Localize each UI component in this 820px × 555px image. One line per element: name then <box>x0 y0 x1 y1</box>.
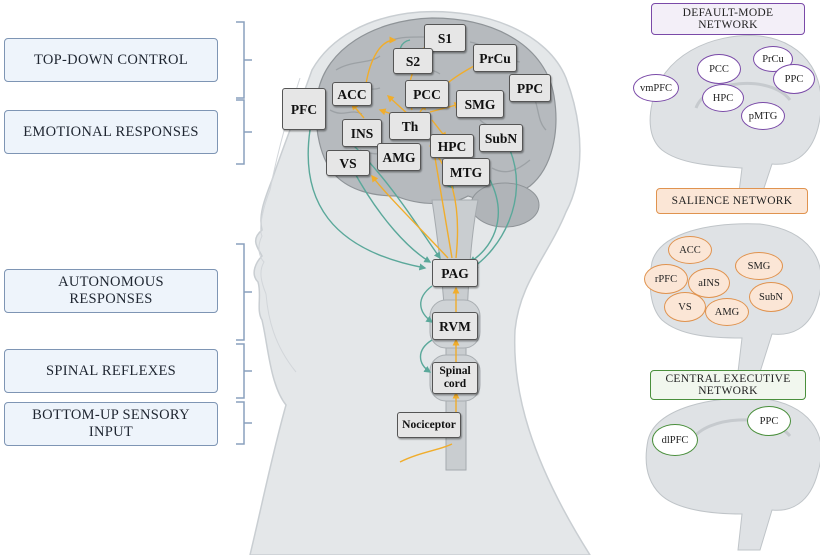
node-s2: S2 <box>393 48 433 74</box>
sal-vs: VS <box>664 292 706 322</box>
node-amg: AMG <box>377 143 421 171</box>
sal-acc: ACC <box>668 236 712 264</box>
node-rvm: RVM <box>432 312 478 340</box>
node-mtg: MTG <box>442 158 490 186</box>
node-ins: INS <box>342 119 382 147</box>
node-th: Th <box>389 112 431 140</box>
face-profile <box>258 77 301 373</box>
node-pcc: PCC <box>405 80 449 108</box>
label-top-down-control: TOP-DOWN CONTROL <box>4 38 218 82</box>
dmn-vmpfc: vmPFC <box>633 74 679 102</box>
sal-smg: SMG <box>735 252 783 280</box>
node-pag: PAG <box>432 259 478 287</box>
sal-amg: AMG <box>705 298 749 326</box>
node-hpc: HPC <box>430 134 474 158</box>
dmn-ppc: PPC <box>773 64 815 94</box>
node-spinal-cord: Spinal cord <box>432 362 478 394</box>
node-s1: S1 <box>424 24 466 52</box>
sal-rpfc: rPFC <box>644 264 688 294</box>
node-nociceptor: Nociceptor <box>397 412 461 438</box>
label-bottom-up-sensory-input: BOTTOM-UP SENSORY INPUT <box>4 402 218 446</box>
label-emotional-responses: EMOTIONAL RESPONSES <box>4 110 218 154</box>
node-subn: SubN <box>479 124 523 152</box>
label-autonomous-responses: AUTONOMOUS RESPONSES <box>4 269 218 313</box>
central-title: CENTRAL EXECUTIVE NETWORK <box>650 370 806 400</box>
node-ppc: PPC <box>509 74 551 102</box>
cerebellum <box>470 182 540 228</box>
salience-title: SALIENCE NETWORK <box>656 188 808 214</box>
sal-subn: SubN <box>749 282 793 312</box>
central-brain <box>645 397 820 551</box>
label-spinal-reflexes: SPINAL REFLEXES <box>4 349 218 393</box>
node-prcu: PrCu <box>473 44 517 72</box>
dmn-pmtg: pMTG <box>741 102 785 130</box>
cen-ppc: PPC <box>747 406 791 436</box>
node-vs: VS <box>326 150 370 176</box>
left-brackets <box>236 21 252 445</box>
dmn-title: DEFAULT-MODE NETWORK <box>651 3 805 35</box>
node-smg: SMG <box>456 90 504 118</box>
cen-dlpfc: dlPFC <box>652 424 698 456</box>
dmn-pcc: PCC <box>697 54 741 84</box>
node-pfc: PFC <box>282 88 326 130</box>
node-acc: ACC <box>332 82 372 106</box>
dmn-hpc: HPC <box>702 84 744 112</box>
